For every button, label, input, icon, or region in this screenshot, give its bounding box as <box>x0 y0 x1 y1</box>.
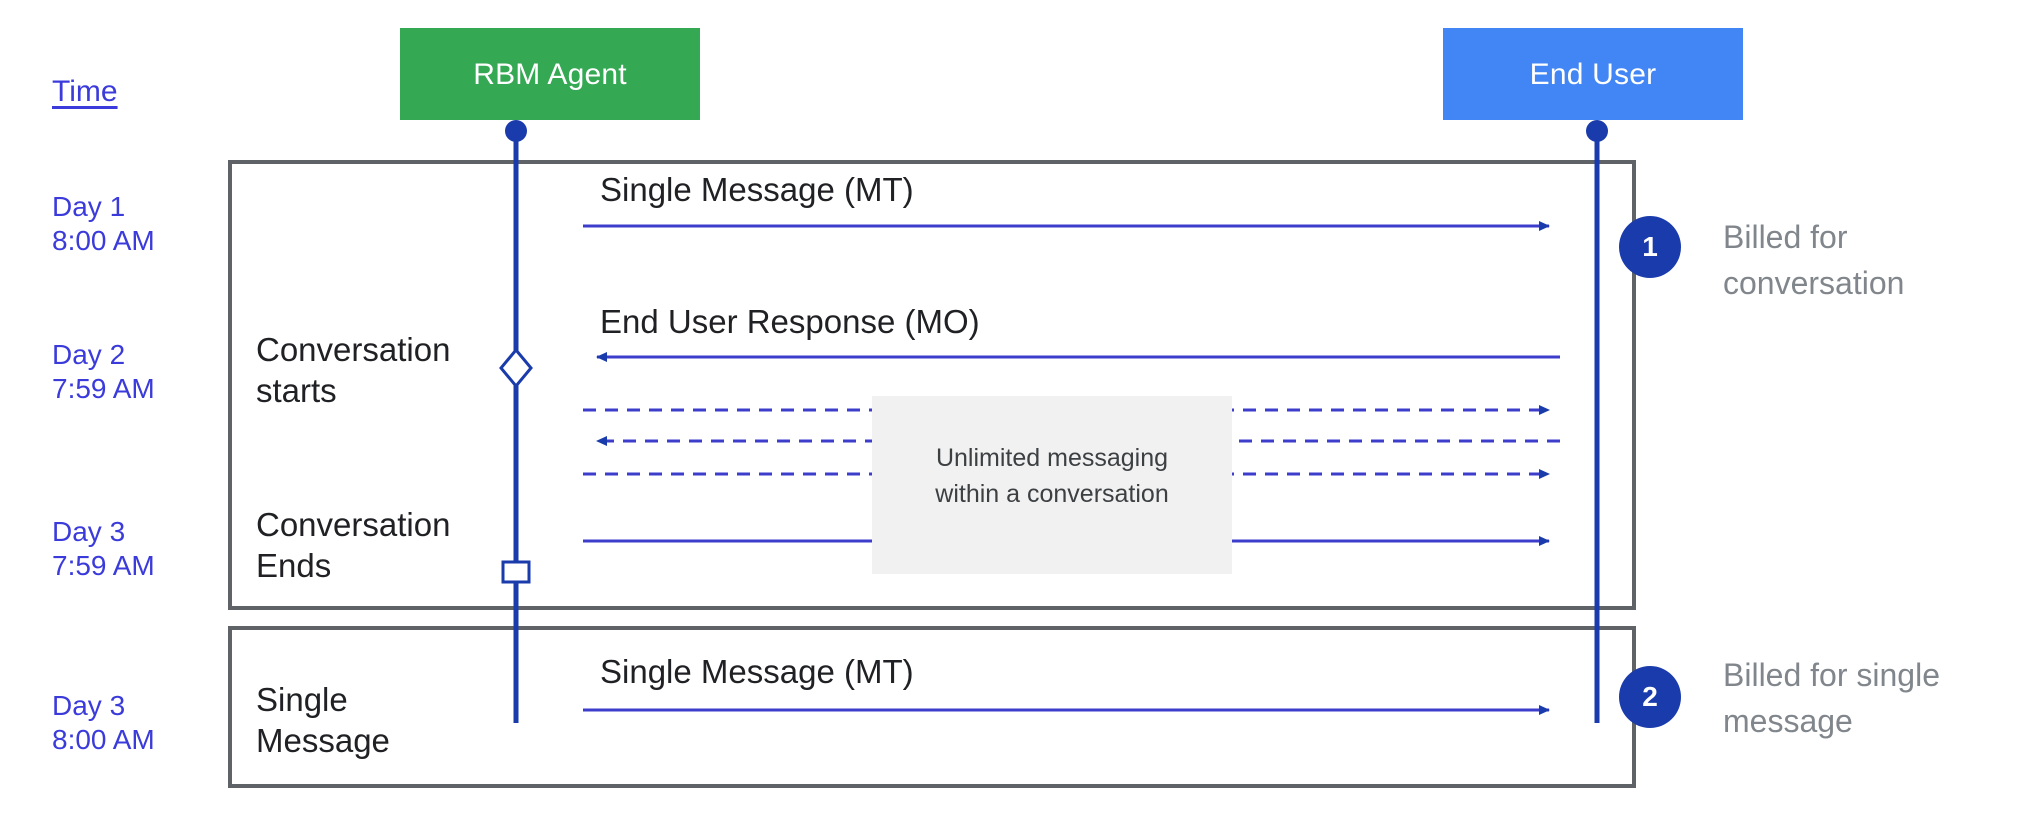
billed-note-single-message: Billed for single message <box>1723 657 1940 740</box>
actor-rbm-agent[interactable]: RBM Agent <box>400 28 700 120</box>
conversation-frame <box>228 160 1636 610</box>
actor-rbm-agent-label: RBM Agent <box>473 57 627 91</box>
message-label-mt-2: Single Message (MT) <box>600 653 914 690</box>
unlimited-messaging-note-text: Unlimited messaging within a conversatio… <box>935 444 1169 509</box>
unlimited-messaging-note-box <box>872 396 1232 574</box>
conversation-start-marker-icon <box>499 347 533 389</box>
phase-label-conversation-ends: Conversation Ends <box>256 506 451 584</box>
phase-label-single-message: Single Message <box>256 681 390 759</box>
time-label-day3-single: Day 3 8:00 AM <box>52 690 155 756</box>
billed-badge-1-number: 1 <box>1642 231 1658 262</box>
time-label-day3-end: Day 3 7:59 AM <box>52 516 155 582</box>
lifeline-head-rbm-agent <box>505 120 527 142</box>
actor-end-user-label: End User <box>1529 57 1657 91</box>
billed-note-conversation: Billed for conversation <box>1723 219 1905 302</box>
message-label-mt-1: Single Message (MT) <box>600 171 914 208</box>
lifeline-head-end-user <box>1586 120 1608 142</box>
time-label-day1: Day 1 8:00 AM <box>52 191 155 257</box>
single-message-frame <box>228 626 1636 788</box>
billed-badge-2-number: 2 <box>1642 681 1658 712</box>
billed-badge-1: 1 <box>1619 216 1681 278</box>
actor-end-user[interactable]: End User <box>1443 28 1743 120</box>
time-column-header: Time <box>52 75 118 108</box>
time-label-day2: Day 2 7:59 AM <box>52 339 155 405</box>
billed-badge-2: 2 <box>1619 666 1681 728</box>
message-label-mo-1: End User Response (MO) <box>600 303 980 340</box>
phase-label-conversation-starts: Conversation starts <box>256 331 451 409</box>
conversation-end-marker-icon <box>501 560 531 584</box>
